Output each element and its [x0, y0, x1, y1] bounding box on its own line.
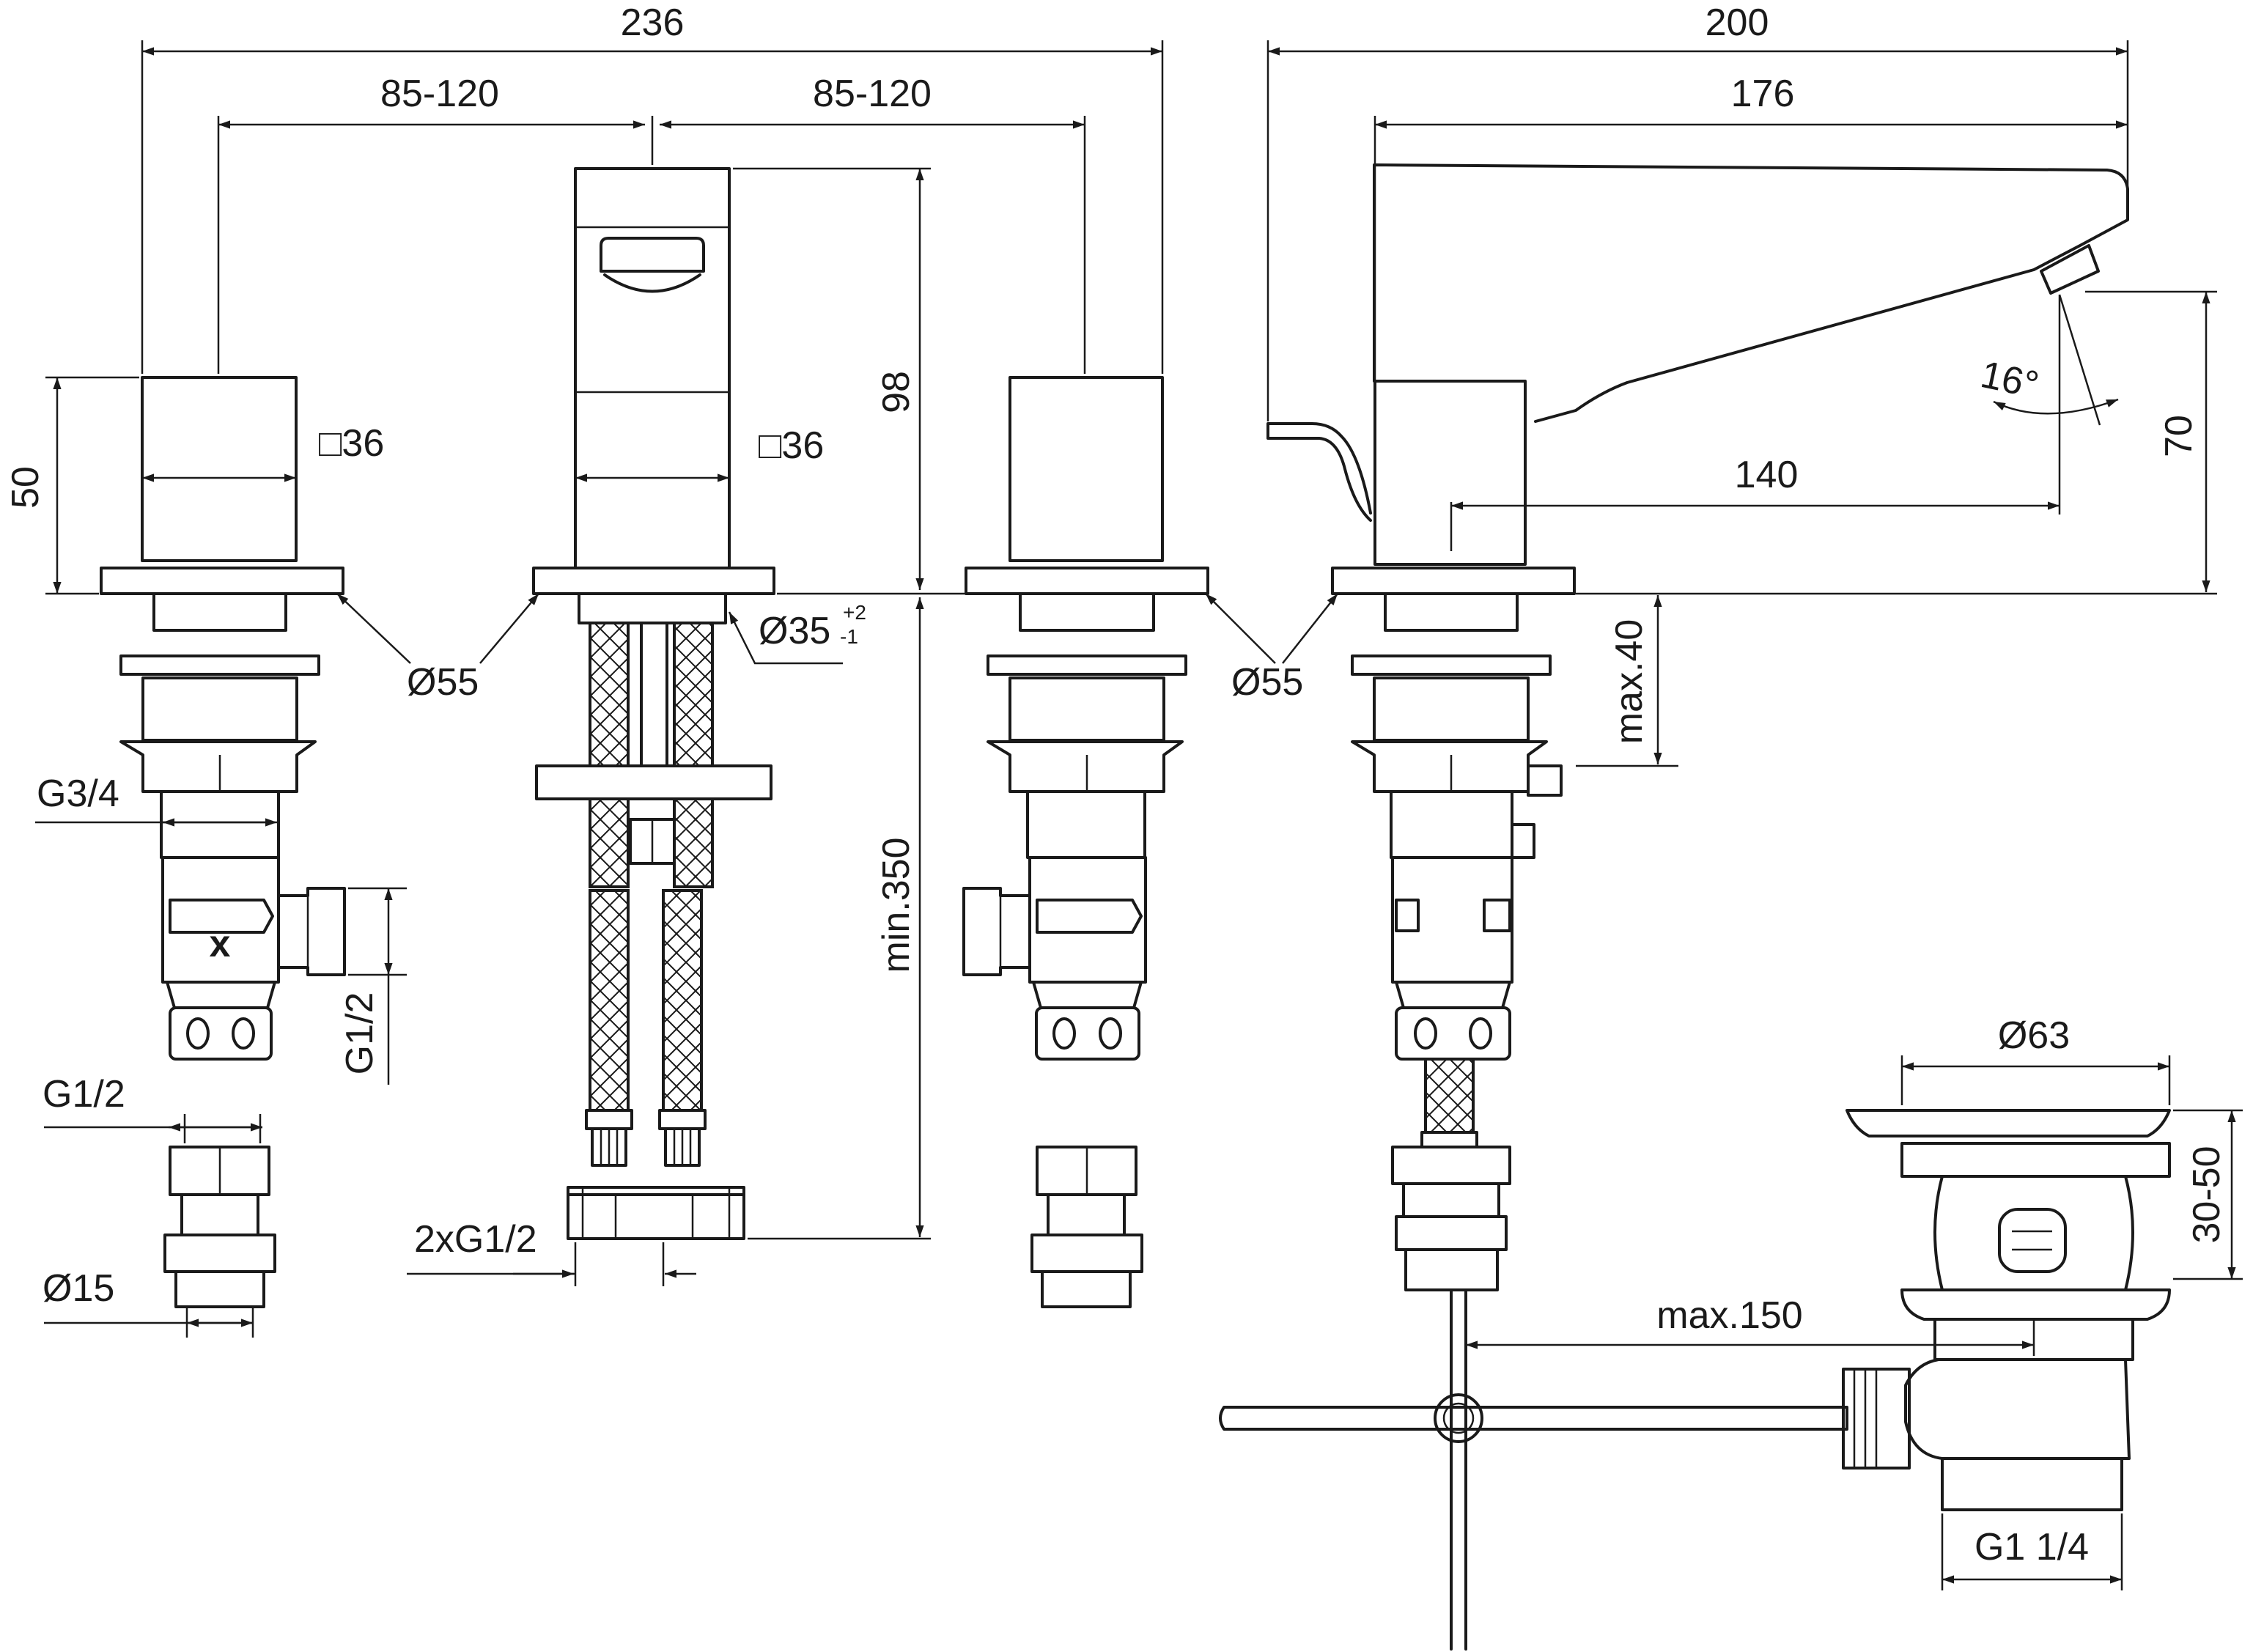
label-g12-side: G1/2 [339, 992, 381, 1075]
rod-pivot [1434, 1393, 1483, 1443]
left-sleeve [152, 592, 287, 632]
waste-lock-nut [1900, 1288, 2171, 1321]
mounting-plate [535, 764, 772, 800]
right-valve-body [1028, 856, 1147, 984]
left-fitting [163, 1146, 276, 1308]
left-fitting-body [163, 1234, 276, 1273]
cold-mark: x [210, 923, 231, 965]
left-rosette [100, 567, 344, 595]
side-valve-body [1391, 856, 1513, 984]
label-spacing-left: 85-120 [380, 73, 499, 115]
side-lever [1266, 422, 1372, 522]
right-body [1008, 676, 1165, 742]
side-body [1373, 380, 1527, 566]
label-d63: Ø63 [1998, 1014, 2070, 1057]
label-max-40: max.40 [1608, 619, 1651, 745]
label-d15: Ø15 [43, 1267, 114, 1310]
spout-aerator [2040, 244, 2100, 295]
spout-arm [1373, 163, 2129, 423]
waste-tailpiece [1904, 1358, 2131, 1460]
spout-side-view [1219, 163, 2129, 1651]
right-side-outlet [962, 887, 1031, 976]
popup-waste [1842, 1109, 2171, 1511]
label-d35-tol-plus: +2 [843, 601, 866, 624]
label-g1-14: G1 1/4 [1974, 1526, 2089, 1568]
right-nut [987, 740, 1184, 793]
right-end-nut [1035, 1006, 1140, 1061]
label-g12-fitting: G1/2 [43, 1073, 125, 1116]
label-140: 140 [1735, 454, 1799, 496]
spout-body [532, 167, 775, 1240]
hose-right-upper [673, 622, 714, 767]
label-98: 98 [875, 371, 918, 413]
label-square-36-left: □36 [319, 422, 384, 465]
label-200: 200 [1706, 1, 1769, 44]
label-50: 50 [4, 466, 47, 509]
label-d35-tol-minus: -1 [840, 625, 858, 648]
waste-flange [1900, 1142, 2171, 1178]
left-lever [169, 899, 274, 934]
middle-sleeve [578, 592, 727, 624]
waste-thread-outlet [1941, 1457, 2123, 1511]
label-d55-left: Ø55 [407, 661, 479, 704]
dimension-labels: 236 85-120 85-120 200 176 140 50 98 min.… [4, 1, 2228, 1568]
label-square-36-mid: □36 [759, 424, 824, 467]
label-30-50: 30-50 [2186, 1146, 2228, 1244]
dimension-lines [35, 40, 2243, 1590]
left-handle [141, 376, 298, 562]
label-176: 176 [1731, 73, 1795, 115]
hose-end-nuts [567, 1193, 745, 1240]
hose-left-lower [589, 889, 630, 1112]
label-max-150: max.150 [1656, 1294, 1802, 1337]
waste-plug [1845, 1109, 2171, 1137]
side-rosette [1331, 567, 1576, 595]
left-side-outlet [277, 887, 346, 976]
left-nut [119, 740, 317, 793]
lift-rod-clip [1527, 764, 1563, 797]
left-body [141, 676, 298, 742]
left-lower-collar [166, 981, 276, 1009]
right-rosette [965, 567, 1209, 595]
label-d55-right: Ø55 [1231, 661, 1303, 704]
middle-rosette [532, 567, 775, 595]
left-valve: x [100, 376, 346, 1061]
spout-column [574, 167, 731, 569]
left-washer-top [119, 654, 320, 676]
right-lever [1036, 899, 1143, 934]
label-236: 236 [621, 1, 685, 44]
label-g34: G3/4 [37, 772, 119, 815]
aerator [600, 237, 705, 273]
left-stem [160, 790, 280, 859]
label-spacing-right: 85-120 [813, 73, 932, 115]
right-handle [1008, 376, 1164, 562]
label-2xg12: 2xG1/2 [414, 1218, 537, 1261]
label-min-350: min.350 [875, 838, 918, 973]
hose-right-lower [662, 889, 703, 1112]
right-fitting [1030, 1146, 1143, 1308]
hose-left-upper [589, 622, 630, 767]
lift-rod-horizontal [1219, 1406, 1848, 1431]
left-end-nut [169, 1006, 273, 1061]
right-valve [962, 376, 1209, 1061]
label-d35: Ø35 [759, 610, 830, 652]
label-70: 70 [2158, 415, 2200, 457]
label-16-deg: 16° [1977, 353, 2043, 407]
